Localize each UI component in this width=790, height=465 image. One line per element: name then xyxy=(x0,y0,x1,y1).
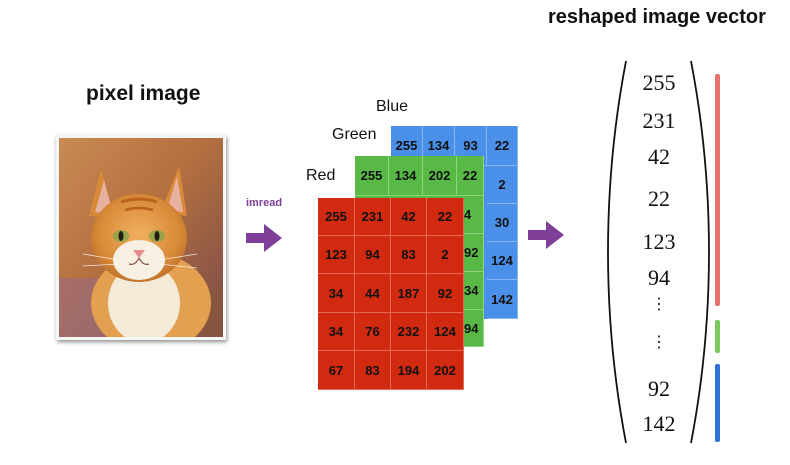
grid-cell: 202 xyxy=(423,156,457,196)
red-channel-bar xyxy=(715,74,720,306)
cat-photo-icon xyxy=(59,138,223,337)
grid-cell: 76 xyxy=(355,313,391,351)
grid-cell: 231 xyxy=(355,198,391,236)
green-channel-bar xyxy=(715,320,720,353)
grid-cell: 255 xyxy=(318,198,355,236)
red-channel-grid: 255 231 42 22 123 94 83 2 34 44 187 92 3… xyxy=(318,198,464,390)
red-channel-label: Red xyxy=(306,167,336,184)
pixel-image-title: pixel image xyxy=(86,82,201,105)
grid-cell: 94 xyxy=(464,310,484,347)
vector-ellipsis: ⋮ xyxy=(651,334,667,351)
grid-cell: 187 xyxy=(391,274,427,313)
grid-cell: 92 xyxy=(464,234,484,272)
right-arrow-icon xyxy=(528,221,564,249)
grid-cell: 30 xyxy=(487,204,518,242)
vector-value: 231 xyxy=(642,108,676,133)
grid-cell: 202 xyxy=(427,351,464,390)
grid-cell: 194 xyxy=(391,351,427,390)
imread-label: imread xyxy=(246,197,283,209)
right-arrow-icon xyxy=(246,224,282,252)
vector-value: 92 xyxy=(648,376,670,401)
grid-cell: 34 xyxy=(318,313,355,351)
blue-channel-bar xyxy=(715,364,720,442)
grid-cell: 142 xyxy=(487,280,518,319)
vector-value: 94 xyxy=(648,265,670,290)
grid-cell: 42 xyxy=(391,198,427,236)
grid-cell: 22 xyxy=(427,198,464,236)
left-parenthesis-icon xyxy=(607,60,627,444)
vector-value: 22 xyxy=(648,186,670,211)
right-parenthesis-icon xyxy=(690,60,710,444)
vector-value: 255 xyxy=(642,70,676,95)
cat-photo-frame xyxy=(56,135,226,340)
reshaped-vector-title: reshaped image vector xyxy=(548,6,766,28)
grid-cell: 2 xyxy=(487,166,518,204)
vector-brackets xyxy=(607,60,710,444)
blue-channel-label: Blue xyxy=(376,98,409,115)
vector-value: 142 xyxy=(642,411,676,436)
grid-cell: 4 xyxy=(464,196,484,234)
grid-cell: 124 xyxy=(427,313,464,351)
grid-cell: 2 xyxy=(427,236,464,274)
grid-cell: 123 xyxy=(318,236,355,274)
grid-cell: 83 xyxy=(391,236,427,274)
grid-cell: 232 xyxy=(391,313,427,351)
grid-cell: 67 xyxy=(318,351,355,390)
grid-cell: 94 xyxy=(355,236,391,274)
grid-cell: 83 xyxy=(355,351,391,390)
vector-ellipsis: ⋮ xyxy=(651,296,667,313)
grid-cell: 34 xyxy=(464,272,484,310)
grid-cell: 22 xyxy=(457,156,484,196)
grid-cell: 44 xyxy=(355,274,391,313)
vector-value: 42 xyxy=(648,144,670,169)
grid-cell: 124 xyxy=(487,242,518,280)
vector-value: 123 xyxy=(642,229,676,254)
green-channel-label: Green xyxy=(332,126,377,143)
grid-cell: 255 xyxy=(355,156,389,196)
grid-cell: 92 xyxy=(427,274,464,313)
grid-cell: 22 xyxy=(487,126,518,166)
grid-cell: 134 xyxy=(389,156,423,196)
grid-cell: 34 xyxy=(318,274,355,313)
